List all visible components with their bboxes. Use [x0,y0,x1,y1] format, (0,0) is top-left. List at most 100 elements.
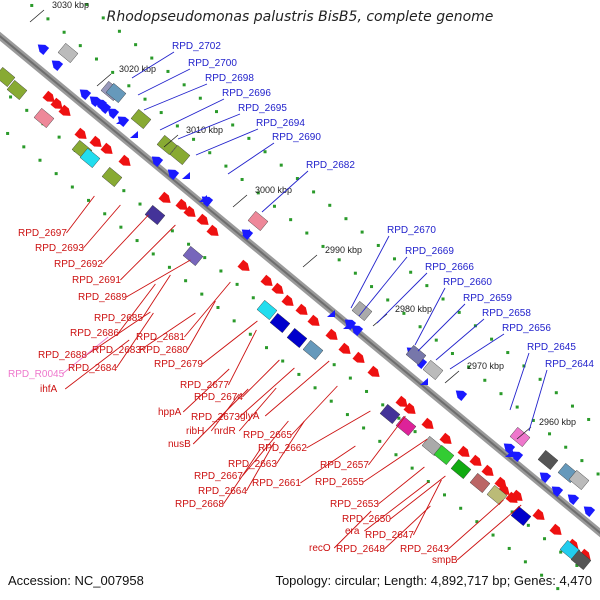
bottom-label-leader [306,410,371,449]
bottom-label-leader [368,415,406,466]
tick-dot [450,352,454,356]
scale-tick-leader [516,426,532,440]
bottom-gene-label: RPD_2664 [198,486,247,497]
forward-gene-arrow [183,205,196,217]
bottom-label-leader [64,339,130,390]
top-gene-label: RPD_2660 [443,277,492,288]
tick-dot [441,297,445,301]
bottom-label-leader [239,367,295,418]
colored-gene-block [286,327,308,349]
tick-dot [62,30,66,34]
top-label-leaders [131,51,548,432]
bottom-gene-label: RPD_2648 [336,544,385,555]
bottom-gene-label: RPD_2693 [35,243,84,254]
bottom-label-leader [86,311,151,356]
forward-gene-arrow [395,395,408,407]
colored-gene-block [130,108,152,130]
colored-gene-block [450,458,472,480]
tick-dot [138,202,142,206]
tick-dot [305,231,309,235]
tick-dot [426,480,430,484]
reverse-gene-arrow [151,156,164,167]
tick-dot [203,256,207,260]
top-gene-label: RPD_2695 [238,103,287,114]
forward-gene-arrow [196,213,209,225]
tick-dot [85,3,89,7]
bottom-label-leader [384,505,431,550]
tick-dot [554,391,558,395]
bottom-gene-label: RPD_2684 [68,363,117,374]
colored-gene-block [510,505,532,527]
top-gene-label: RPD_2682 [306,160,355,171]
bottom-gene-label: ribH [186,426,204,437]
tick-dot [192,137,196,141]
tick-dot [122,189,126,193]
tick-dot [394,453,398,457]
tick-dot [353,271,357,275]
scale-tick-leader [96,73,112,87]
tick-dot [30,3,34,7]
top-gene-label: RPD_2694 [256,118,305,129]
tick-dot [143,97,147,101]
tick-dot [413,430,417,434]
top-gene-label: RPD_2696 [222,88,271,99]
top-label-leader [131,51,175,79]
bottom-gene-label: RPD_2665 [243,430,292,441]
bottom-gene-label: RPD_2679 [154,359,203,370]
tick-dot [295,177,299,181]
bottom-label-leader [83,204,121,249]
bottom-label-leader [390,475,446,520]
bottom-label-leader [333,510,372,549]
tick-dot [117,29,121,33]
bottom-gene-label: hppA [158,407,182,418]
bottom-label-leader [364,481,429,532]
tick-dot [150,56,154,60]
bottom-label-leader [116,312,154,369]
bottom-gene-label: RPD_2667 [194,471,243,482]
tick-dot [402,311,406,315]
forward-gene-arrow [175,198,188,210]
colored-gene-block [101,166,123,188]
top-label-leader [528,369,548,432]
tick-dot [556,587,560,591]
top-label-leader [143,83,208,111]
tick-dot [575,563,579,567]
reverse-gene-arrow [79,89,92,100]
tick-dot [101,16,105,20]
forward-gene-arrow [549,523,562,535]
reverse-gene-arrow [511,451,524,462]
top-label-leader [227,142,275,175]
tick-dot [386,298,390,302]
forward-gene-arrow [74,127,87,139]
bottom-gene-label: RPD_2692 [54,259,103,270]
tick-dot [475,520,479,524]
tick-dot [381,403,385,407]
top-label-leader [159,98,225,131]
top-gene-label: RPD_2669 [405,246,454,257]
bottom-gene-label: RPD_2683 [92,345,141,356]
tick-dot [507,546,511,550]
tick-dot [9,95,13,99]
tick-dot [240,177,244,181]
forward-gene-arrow [100,142,113,154]
tick-dot [198,96,202,100]
tick-dot [248,332,252,336]
tick-dot [564,445,568,449]
forward-gene-arrow [367,365,380,377]
reverse-gene-arrow [37,44,50,55]
bottom-gene-label: RPD_2668 [175,499,224,510]
bottom-label-leader [202,320,258,365]
bottom-label-leader [363,438,428,483]
tick-dot [187,242,191,246]
small-feature-marker [242,229,250,236]
scale-tick-label: 2970 kbp [467,361,504,371]
tick-dot [378,439,382,443]
tick-dot [167,265,171,269]
bottom-gene-label: nrdR [214,426,236,437]
bottom-label-leader [276,420,305,465]
colored-gene-block [144,204,166,226]
forward-gene-arrow [505,491,518,503]
tick-dot [151,252,155,256]
bottom-gene-label: era [345,526,360,537]
